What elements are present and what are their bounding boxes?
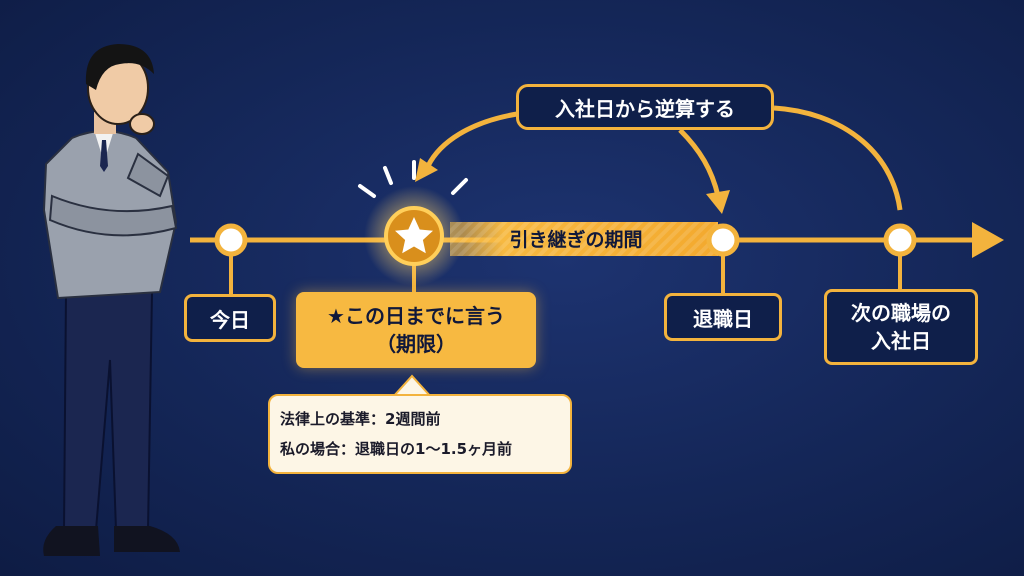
curve-from-new-job (773, 105, 903, 211)
my-case-text: 私の場合：退職日の1〜1.5ヶ月前 (280, 440, 513, 458)
today-text: 今日 (210, 307, 250, 332)
person-illustration (42, 44, 180, 556)
reverse-calculation-label: 入社日から逆算する (516, 84, 774, 130)
person-shoe-right (114, 526, 180, 552)
notice-callout: 法律上の基準：2週間前 私の場合：退職日の1〜1.5ヶ月前 (268, 394, 572, 474)
person-shoe-left (43, 526, 100, 556)
new-job-text-line2: 入社日 (871, 329, 931, 353)
today-label: 今日 (184, 294, 276, 342)
person-trousers (62, 291, 154, 531)
person-hand (129, 113, 155, 135)
handover-band-stripes (450, 222, 718, 256)
new-job-start-label: 次の職場の 入社日 (824, 289, 978, 365)
reverse-calculation-text: 入社日から逆算する (555, 96, 735, 121)
timeline-arrowhead (972, 222, 1004, 258)
arrow-to-retirement (678, 128, 721, 197)
legal-standard-text: 法律上の基準：2週間前 (280, 410, 441, 428)
deadline-text-line1: ★この日までに言う (327, 304, 505, 328)
new-job-text-line1: 次の職場の (851, 301, 951, 325)
person-arm-crossed (48, 194, 178, 237)
arrow-to-deadline (425, 111, 518, 168)
handover-period-label: 引き継ぎの期間 (509, 228, 643, 251)
spark-rays (358, 160, 468, 198)
arrow-to-retirement-head (706, 190, 730, 214)
arrow-to-deadline-head (415, 158, 438, 182)
node-retirement (706, 223, 740, 257)
star-icon (395, 217, 433, 254)
node-new-job (883, 223, 917, 257)
person-arm-raised (126, 152, 170, 198)
deadline-text-line2: （期限） (376, 332, 456, 356)
node-today (214, 223, 248, 257)
person-tie (100, 140, 108, 172)
retirement-date-text: 退職日 (693, 306, 753, 331)
retirement-date-label: 退職日 (664, 293, 782, 341)
person-hair (85, 44, 154, 90)
deadline-label: ★この日までに言う （期限） (296, 292, 536, 368)
